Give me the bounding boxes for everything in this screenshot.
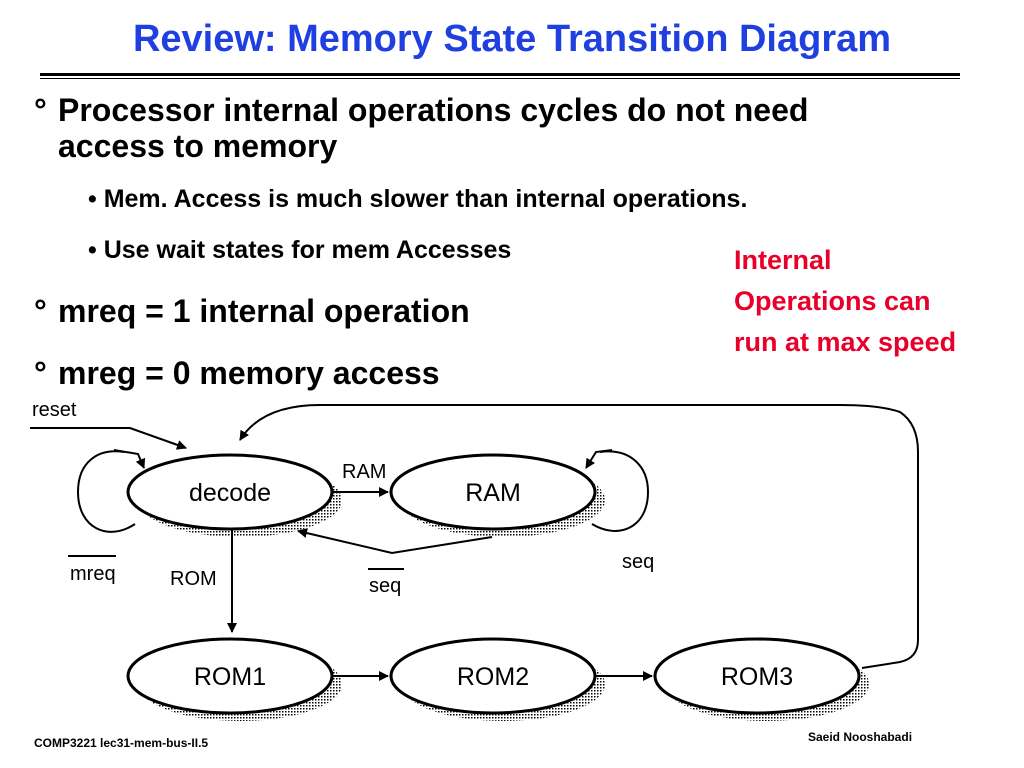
bullet-2: ° mreq = 1 internal operation bbox=[34, 293, 470, 329]
decode-self-loop bbox=[76, 450, 136, 533]
ram-self-loop-head bbox=[585, 449, 613, 469]
side-note-line-1: Internal bbox=[734, 245, 832, 275]
state-rom3: ROM3 bbox=[653, 637, 861, 715]
bullet-mark: ° bbox=[34, 293, 47, 329]
rom-transition-label: ROM bbox=[170, 568, 217, 590]
title-rule bbox=[40, 73, 960, 76]
bullet-3: ° mreg = 0 memory access bbox=[34, 355, 440, 391]
rom3-to-decode-arrow bbox=[239, 404, 919, 669]
ram-to-decode-arrow bbox=[297, 528, 493, 555]
bullet-1-line-2: access to memory bbox=[58, 128, 338, 164]
state-rom1-label: ROM1 bbox=[194, 663, 266, 691]
state-rom2: ROM2 bbox=[389, 637, 597, 715]
reset-label: reset bbox=[32, 399, 77, 421]
state-ram-label: RAM bbox=[465, 479, 521, 507]
ram-transition-label: RAM bbox=[342, 461, 386, 483]
state-rom1: ROM1 bbox=[126, 637, 334, 715]
state-decode-label: decode bbox=[189, 479, 271, 507]
bullet-mark: ° bbox=[34, 355, 47, 391]
state-ram: RAM bbox=[389, 453, 597, 531]
state-rom2-label: ROM2 bbox=[457, 663, 529, 691]
reset-arrow bbox=[30, 427, 187, 450]
footer-course: COMP3221 lec31-mem-bus-II.5 bbox=[34, 736, 209, 750]
bullet-1-line-1: Processor internal operations cycles do … bbox=[58, 92, 809, 128]
seq-bar-label: seq bbox=[369, 575, 401, 597]
side-note-line-3: run at max speed bbox=[734, 327, 957, 357]
state-rom3-label: ROM3 bbox=[721, 663, 793, 691]
bullet-mark: ° bbox=[34, 92, 47, 128]
decode-self-loop-head bbox=[113, 449, 146, 469]
footer-author: Saeid Nooshabadi bbox=[808, 730, 913, 744]
ram-self-loop bbox=[591, 450, 650, 532]
side-note: Internal Operations can run at max speed bbox=[734, 240, 1019, 363]
state-decode: decode bbox=[126, 453, 334, 531]
bullet-3-text: mreg = 0 memory access bbox=[58, 355, 440, 391]
page-title: Review: Memory State Transition Diagram bbox=[132, 18, 892, 60]
side-note-line-2: Operations can bbox=[734, 286, 931, 316]
bullet-2-text: mreq = 1 internal operation bbox=[58, 293, 470, 329]
sub-bullet-1: • Mem. Access is much slower than intern… bbox=[88, 185, 748, 213]
seq-label: seq bbox=[622, 551, 654, 573]
bullet-1: ° Processor internal operations cycles d… bbox=[34, 92, 809, 164]
title-rule-thin bbox=[40, 78, 960, 79]
sub-bullet-2: • Use wait states for mem Accesses bbox=[88, 236, 512, 264]
mreq-label: mreq bbox=[70, 563, 116, 585]
